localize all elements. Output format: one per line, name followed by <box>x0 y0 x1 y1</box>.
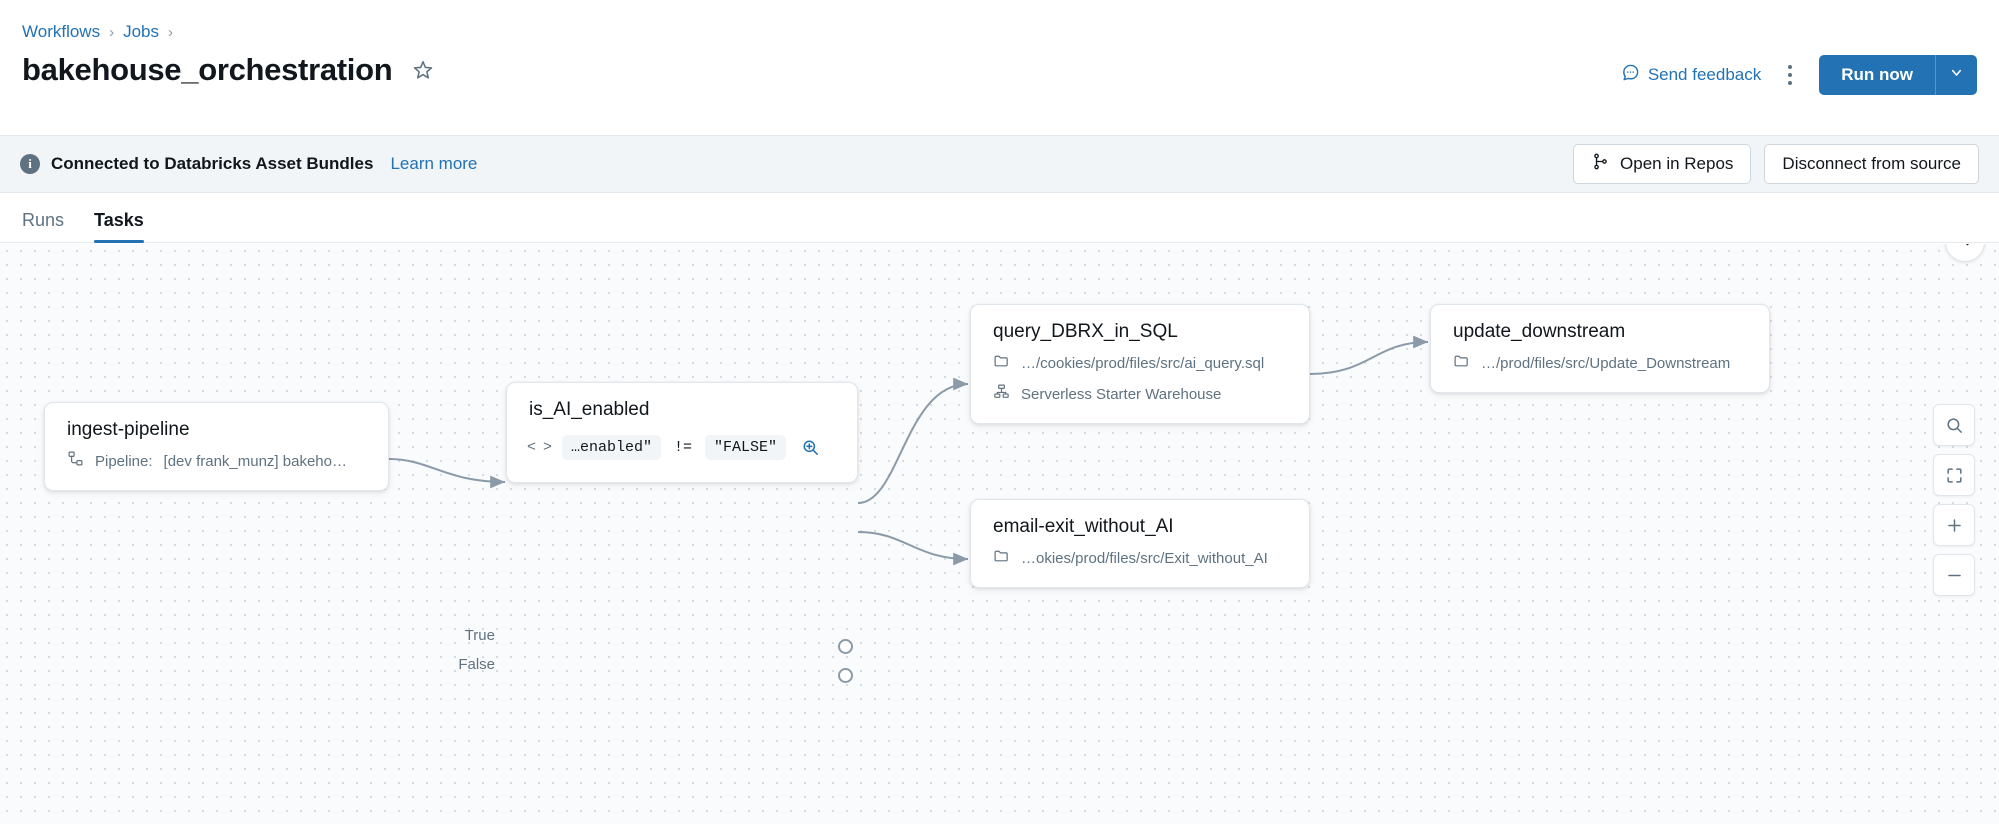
run-now-button[interactable]: Run now <box>1819 55 1935 95</box>
task-node-path: …okies/prod/files/src/Exit_without_AI <box>1021 549 1268 567</box>
comment-icon <box>1621 63 1640 87</box>
task-node-is-ai-enabled[interactable]: is_AI_enabled < > …enabled" != "FALSE" T… <box>458 382 858 673</box>
task-node-query-dbrx-in-sql[interactable]: query_DBRX_in_SQL …/cookies/prod/files/s… <box>970 304 1310 424</box>
task-node-meta-value: [dev frank_munz] bakeho… <box>163 452 347 470</box>
banner-actions: Open in Repos Disconnect from source <box>1573 144 1979 184</box>
task-node-title: is_AI_enabled <box>529 399 650 420</box>
task-graph-canvas[interactable]: ingest-pipeline Pipeline: [dev frank_mun… <box>0 244 1999 824</box>
search-canvas-button[interactable] <box>1933 404 1975 446</box>
edge-condition-true-to-query <box>857 377 969 504</box>
pipeline-icon <box>67 450 84 472</box>
star-outline-icon[interactable] <box>410 57 436 83</box>
task-node-title: email-exit_without_AI <box>993 516 1174 537</box>
breadcrumb-item-workflows[interactable]: Workflows <box>22 22 101 41</box>
task-node-meta: Pipeline: [dev frank_munz] bakeho… <box>45 441 388 490</box>
condition-operator: != <box>674 439 693 456</box>
warehouse-icon <box>993 383 1010 405</box>
output-port-true[interactable] <box>838 639 853 654</box>
zoom-out-button[interactable] <box>1933 554 1975 596</box>
task-node-path-row: …/prod/files/src/Update_Downstream <box>1431 343 1769 392</box>
breadcrumb-item-jobs[interactable]: Jobs <box>123 22 160 41</box>
task-node-title: update_downstream <box>1453 321 1626 342</box>
fit-to-screen-button[interactable] <box>1933 454 1975 496</box>
open-in-repos-label: Open in Repos <box>1620 154 1734 173</box>
send-feedback-button[interactable]: Send feedback <box>1621 63 1761 87</box>
output-port-false[interactable] <box>838 668 853 683</box>
task-node-meta-label: Pipeline: <box>95 452 153 470</box>
title-row: bakehouse_orchestration <box>22 52 436 88</box>
folder-icon <box>1453 352 1470 374</box>
condition-right-operand: "FALSE" <box>705 435 787 460</box>
tab-bar: Runs Tasks <box>0 193 1999 243</box>
task-node-compute: Serverless Starter Warehouse <box>1021 385 1222 403</box>
info-circle-icon: i <box>20 154 40 174</box>
run-now-dropdown-button[interactable] <box>1935 55 1977 95</box>
disconnect-label: Disconnect from source <box>1782 154 1961 173</box>
task-node-ingest-pipeline[interactable]: ingest-pipeline Pipeline: [dev frank_mun… <box>44 402 389 491</box>
zoom-in-button[interactable] <box>1933 504 1975 546</box>
task-node-path: …/prod/files/src/Update_Downstream <box>1481 354 1731 372</box>
task-node-compute-row: Serverless Starter Warehouse <box>971 374 1309 423</box>
breadcrumb: Workflows › Jobs › <box>22 22 173 42</box>
open-in-repos-button[interactable]: Open in Repos <box>1573 144 1752 184</box>
task-node-path-row: …okies/prod/files/src/Exit_without_AI <box>971 538 1309 587</box>
banner-text: Connected to Databricks Asset Bundles <box>51 154 374 173</box>
tab-runs[interactable]: Runs <box>22 210 65 230</box>
edge-condition-false-to-email <box>857 531 969 566</box>
send-feedback-label: Send feedback <box>1647 65 1762 84</box>
canvas-controls <box>1933 404 1975 596</box>
zoom-in-icon[interactable] <box>801 438 820 457</box>
banner-message: i Connected to Databricks Asset Bundles … <box>0 154 477 174</box>
git-branch-icon <box>1591 152 1610 176</box>
condition-expression: < > …enabled" != "FALSE" <box>507 421 857 482</box>
task-node-update-downstream[interactable]: update_downstream …/prod/files/src/Updat… <box>1430 304 1770 393</box>
run-now-group: Run now <box>1819 55 1977 95</box>
header-actions: Send feedback Run now <box>1621 55 1977 95</box>
tab-tasks[interactable]: Tasks <box>94 210 144 243</box>
asset-bundles-banner: i Connected to Databricks Asset Bundles … <box>0 135 1999 193</box>
port-label-true: True <box>464 627 495 644</box>
task-node-title: ingest-pipeline <box>67 419 190 440</box>
chevron-left-icon <box>1957 244 1974 253</box>
folder-icon <box>993 352 1010 374</box>
page-title: bakehouse_orchestration <box>22 52 393 87</box>
chevron-down-icon <box>1949 65 1964 85</box>
code-brackets-icon: < > <box>527 439 552 456</box>
page-header: Workflows › Jobs › bakehouse_orchestrati… <box>0 0 1999 135</box>
condition-left-operand: …enabled" <box>562 435 662 460</box>
edge-ingest-to-condition <box>388 458 506 489</box>
edge-query-to-update <box>1309 335 1429 375</box>
task-node-title: query_DBRX_in_SQL <box>993 321 1178 342</box>
collapse-panel-button[interactable] <box>1945 244 1985 262</box>
task-node-email-exit-without-ai[interactable]: email-exit_without_AI …okies/prod/files/… <box>970 499 1310 588</box>
kebab-menu-icon[interactable] <box>1777 60 1803 90</box>
port-label-false: False <box>458 656 495 673</box>
folder-icon <box>993 547 1010 569</box>
task-node-path-row: …/cookies/prod/files/src/ai_query.sql <box>971 343 1309 374</box>
disconnect-from-source-button[interactable]: Disconnect from source <box>1764 144 1979 184</box>
breadcrumb-separator: › <box>109 23 115 41</box>
breadcrumb-separator-2: › <box>168 23 174 41</box>
learn-more-link[interactable]: Learn more <box>390 154 478 173</box>
task-node-path: …/cookies/prod/files/src/ai_query.sql <box>1021 354 1265 372</box>
